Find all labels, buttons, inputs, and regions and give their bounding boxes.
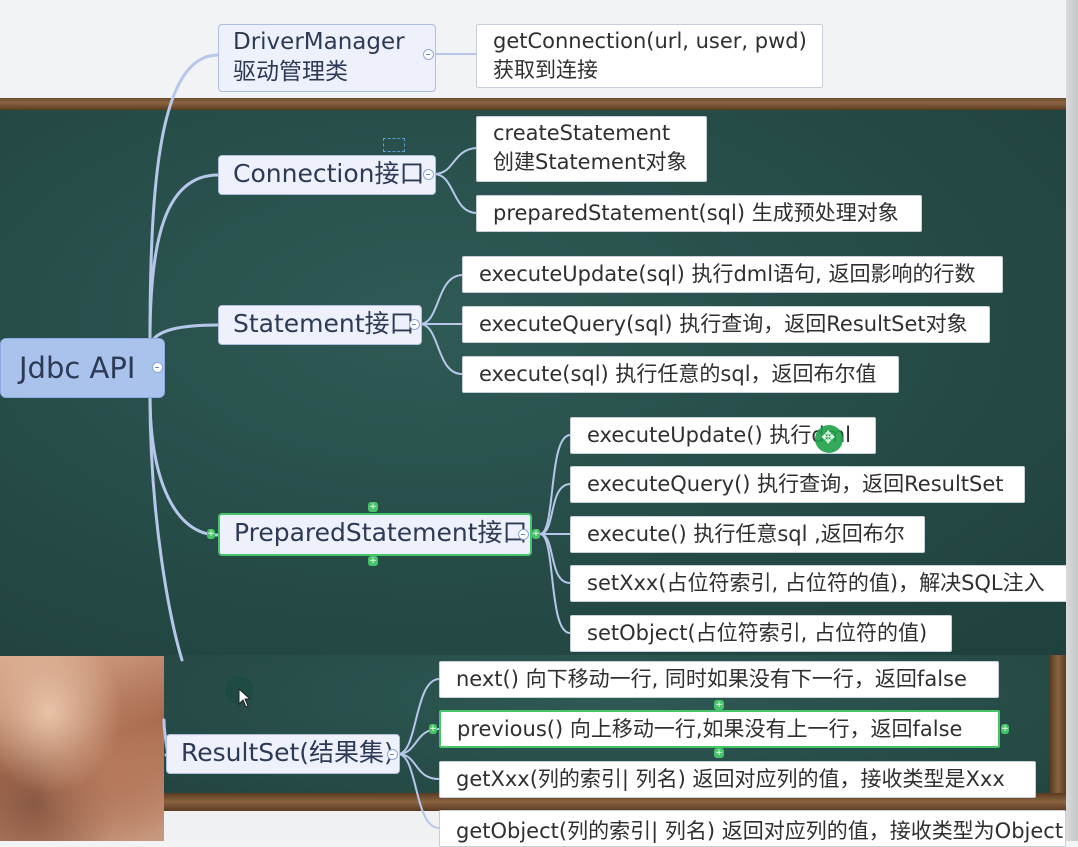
topic-result-set-label: ResultSet(结果集) xyxy=(181,738,394,767)
collapse-minus-icon[interactable] xyxy=(387,749,398,760)
leaf-get-connection[interactable]: getConnection(url, user, pwd) 获取到连接 xyxy=(476,24,823,88)
move-cursor-icon xyxy=(815,425,843,453)
resize-handle-icon[interactable]: + xyxy=(429,724,437,734)
leaf-statement-execute-update[interactable]: executeUpdate(sql) 执行dml语句, 返回影响的行数 xyxy=(462,256,1003,293)
topic-statement[interactable]: Statement接口 xyxy=(218,305,422,345)
leaf-label: setObject(占位符索引, 占位符的值) xyxy=(587,621,928,645)
leaf-label: getObject(列的索引| 列名) 返回对应列的值，接收类型为Object xyxy=(456,819,1064,843)
collapse-minus-icon[interactable] xyxy=(409,319,420,330)
leaf-ps-set-xxx[interactable]: setXxx(占位符索引, 占位符的值)，解决SQL注入 xyxy=(570,565,1070,602)
resize-handle-icon[interactable]: + xyxy=(714,700,724,710)
resize-handle-icon[interactable]: + xyxy=(368,556,378,566)
leaf-ps-execute-query[interactable]: executeQuery() 执行查询，返回ResultSet xyxy=(570,466,1025,503)
collapse-minus-icon[interactable] xyxy=(423,49,434,60)
leaf-label: executeQuery() 执行查询，返回ResultSet xyxy=(587,472,1004,496)
resize-handle-icon[interactable]: + xyxy=(1001,724,1009,734)
leaf-label: execute(sql) 执行任意的sql，返回布尔值 xyxy=(479,362,877,386)
resize-handle-icon[interactable]: + xyxy=(207,529,215,539)
topic-driver-manager[interactable]: DriverManager 驱动管理类 xyxy=(218,24,436,92)
leaf-label: previous() 向上移动一行,如果没有上一行，返回false xyxy=(457,717,963,741)
topic-connection-label: Connection接口 xyxy=(233,159,425,188)
topic-result-set[interactable]: ResultSet(结果集) xyxy=(166,734,400,774)
leaf-label: next() 向下移动一行, 同时如果没有下一行，返回false xyxy=(456,667,967,691)
chalkboard-frame-right xyxy=(1050,655,1066,815)
topic-prepared-statement-label: PreparedStatement接口 xyxy=(234,518,528,547)
leaf-rs-get-xxx[interactable]: getXxx(列的索引| 列名) 返回对应列的值，接收类型是Xxx xyxy=(439,761,1036,798)
chalkboard-frame xyxy=(0,98,1078,110)
leaf-label: executeQuery(sql) 执行查询，返回ResultSet对象 xyxy=(479,312,968,336)
resize-handle-icon[interactable]: + xyxy=(368,502,378,512)
rock-wallpaper xyxy=(0,656,164,841)
leaf-ps-execute[interactable]: execute() 执行任意sql ,返回布尔 xyxy=(570,516,925,553)
leaf-prepared-statement[interactable]: preparedStatement(sql) 生成预处理对象 xyxy=(476,195,922,232)
collapse-minus-icon[interactable] xyxy=(423,169,434,180)
leaf-label: execute() 执行任意sql ,返回布尔 xyxy=(587,522,905,546)
topic-statement-label: Statement接口 xyxy=(233,309,415,338)
resize-handle-icon[interactable]: + xyxy=(714,748,724,758)
leaf-create-statement-line2: 创建Statement对象 xyxy=(493,150,688,174)
topic-driver-manager-line2: 驱动管理类 xyxy=(233,59,348,85)
leaf-create-statement-line1: createStatement xyxy=(493,121,671,145)
leaf-rs-get-object[interactable]: getObject(列的索引| 列名) 返回对应列的值，接收类型为Object xyxy=(439,810,1066,847)
selection-placeholder xyxy=(383,138,405,152)
root-topic-jdbc-api[interactable]: Jdbc API xyxy=(0,338,165,398)
leaf-statement-execute[interactable]: execute(sql) 执行任意的sql，返回布尔值 xyxy=(462,356,899,393)
leaf-label: executeUpdate(sql) 执行dml语句, 返回影响的行数 xyxy=(479,262,976,286)
leaf-get-connection-line1: getConnection(url, user, pwd) xyxy=(493,29,807,53)
window-edge xyxy=(1066,0,1078,841)
collapse-minus-icon[interactable] xyxy=(152,362,163,373)
collapse-minus-icon[interactable] xyxy=(518,529,529,540)
leaf-create-statement[interactable]: createStatement 创建Statement对象 xyxy=(476,116,707,182)
leaf-rs-previous[interactable]: previous() 向上移动一行,如果没有上一行，返回false xyxy=(439,710,1000,748)
leaf-label: setXxx(占位符索引, 占位符的值)，解决SQL注入 xyxy=(587,571,1045,595)
leaf-statement-execute-query[interactable]: executeQuery(sql) 执行查询，返回ResultSet对象 xyxy=(462,306,990,343)
topic-connection[interactable]: Connection接口 xyxy=(218,155,436,195)
topic-prepared-statement[interactable]: PreparedStatement接口 xyxy=(218,513,532,556)
root-topic-label: Jdbc API xyxy=(19,351,136,385)
leaf-get-connection-line2: 获取到连接 xyxy=(493,58,598,82)
topic-driver-manager-line1: DriverManager xyxy=(233,29,405,55)
leaf-label: getXxx(列的索引| 列名) 返回对应列的值，接收类型是Xxx xyxy=(456,767,1005,791)
resize-handle-icon[interactable]: + xyxy=(532,529,540,539)
leaf-ps-set-object[interactable]: setObject(占位符索引, 占位符的值) xyxy=(570,615,952,652)
leaf-label: executeUpdate() 执行dml xyxy=(587,423,851,447)
mouse-pointer-icon xyxy=(238,688,252,708)
leaf-prepared-statement-label: preparedStatement(sql) 生成预处理对象 xyxy=(493,201,899,225)
leaf-rs-next[interactable]: next() 向下移动一行, 同时如果没有下一行，返回false xyxy=(439,661,999,698)
